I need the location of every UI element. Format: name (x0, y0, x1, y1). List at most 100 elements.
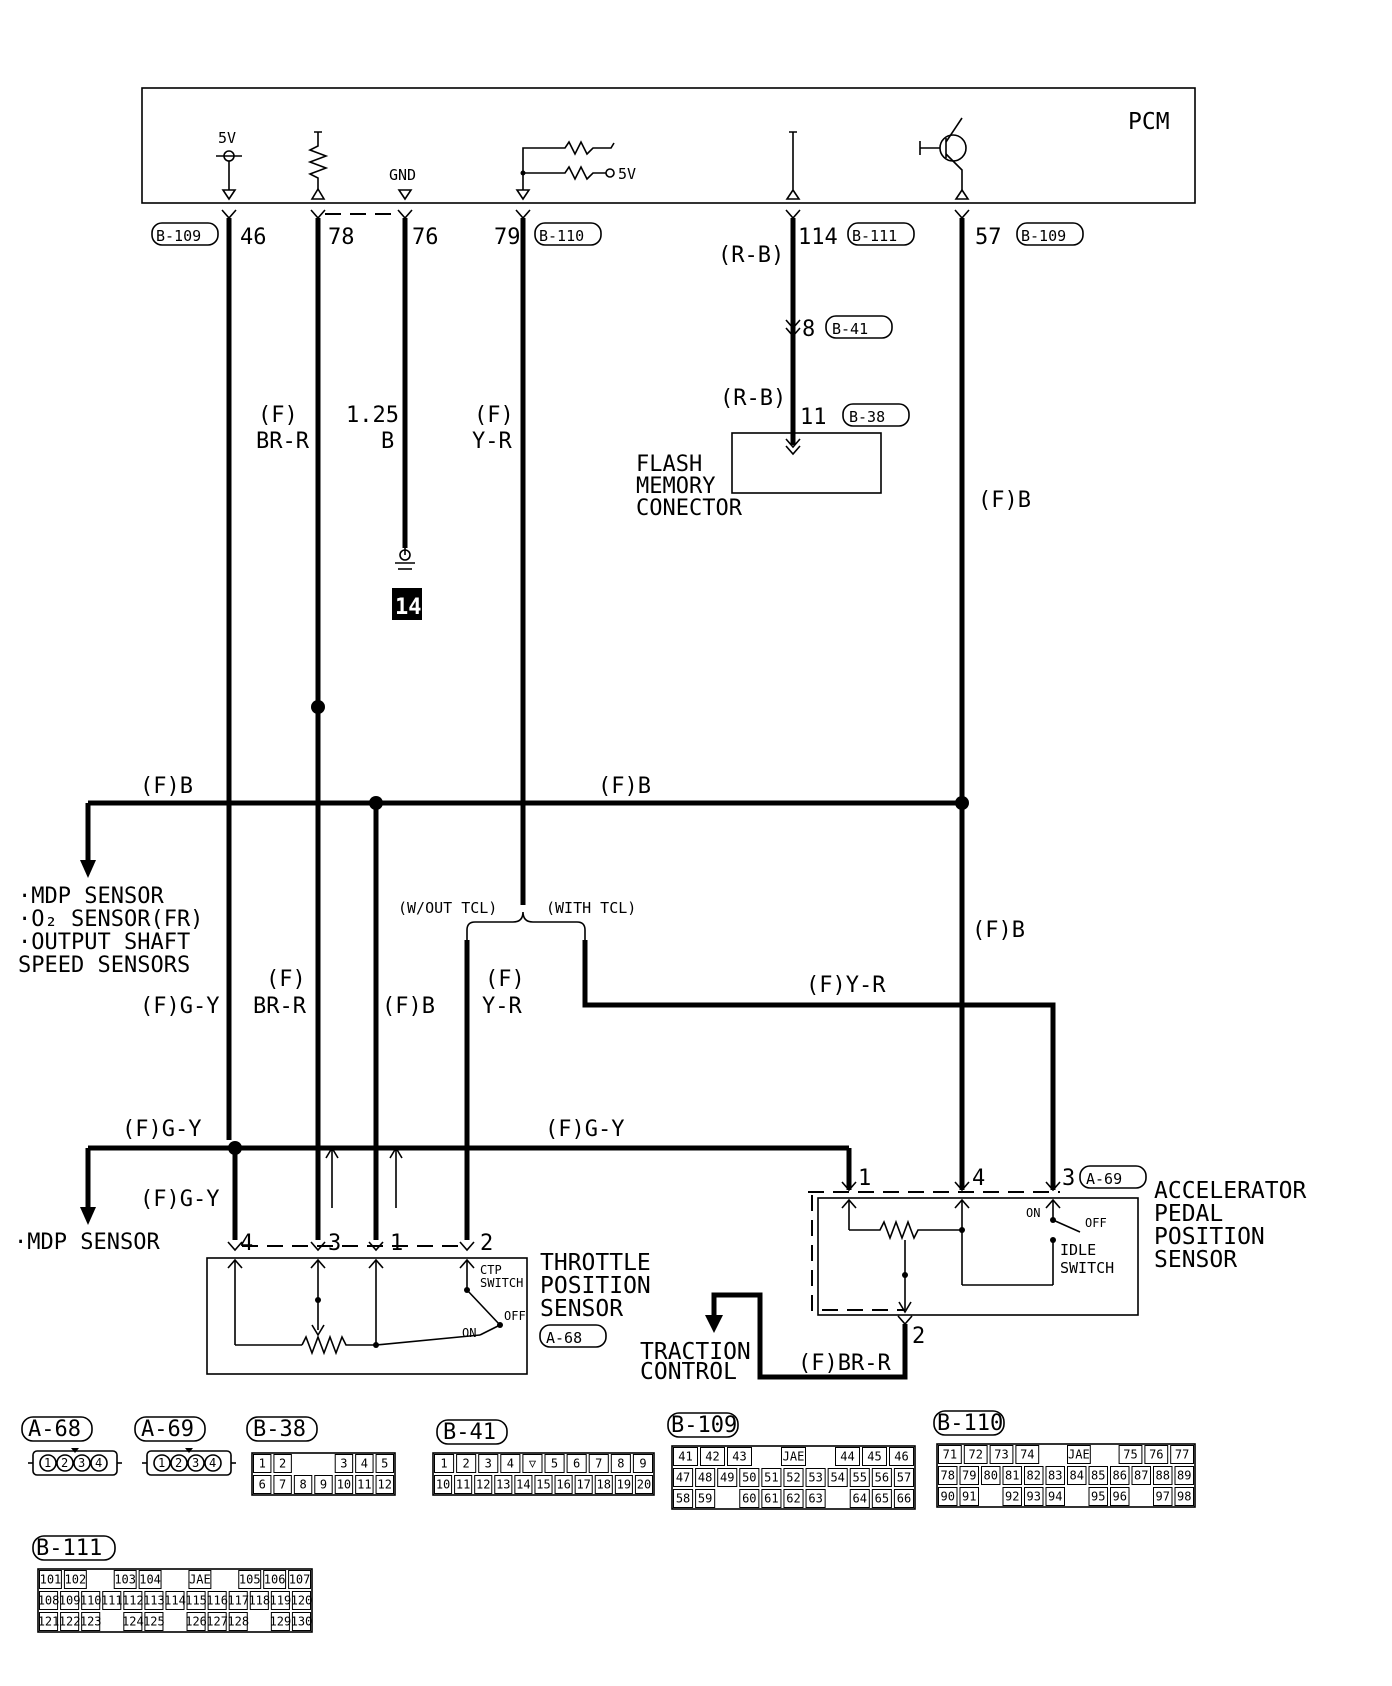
wire-label-f-brr-1a: (F) (258, 403, 298, 428)
connector-pin-number: 109 (59, 1594, 81, 1608)
connector-pin-number: 71 (943, 1448, 957, 1462)
connector-cavity (727, 1447, 752, 1466)
connector-pin-number: 60 (742, 1492, 756, 1506)
connector-cavity (249, 1591, 269, 1610)
svg-text:4: 4 (209, 1456, 216, 1470)
connector-pin-number: 114 (164, 1594, 186, 1608)
connector-cavity (827, 1468, 848, 1487)
svg-text:B-41: B-41 (443, 1420, 496, 1445)
connector-pin-number: 81 (1005, 1469, 1019, 1483)
svg-text:A-69: A-69 (141, 1417, 194, 1442)
splice-brr (311, 700, 325, 714)
svg-text:3: 3 (192, 1456, 199, 1470)
connector-pin-number: 107 (289, 1573, 311, 1587)
svg-text:B-111: B-111 (36, 1536, 102, 1561)
connector-cavity (1045, 1466, 1065, 1485)
connector-pin-number: 103 (114, 1573, 136, 1587)
connector-cavity (291, 1612, 311, 1631)
connector-label-a68-inline: A-68 (539, 1324, 607, 1348)
connector-cavity (81, 1591, 101, 1610)
connector-cavity (273, 1475, 292, 1494)
connector-cavity (849, 1489, 870, 1508)
tps-off-label: OFF (504, 1309, 526, 1323)
pcm-box (141, 87, 1196, 204)
wire-label-f-brr-2b: BR-R (253, 994, 307, 1019)
gnd-pin-icon (397, 189, 413, 201)
connector-pin-number: 88 (1156, 1469, 1170, 1483)
connector-cavity (1068, 1488, 1087, 1506)
pcm-5v-label: 5V (218, 129, 236, 147)
connector-pin-number: 13 (496, 1478, 510, 1492)
connector-cavity (1144, 1445, 1169, 1464)
svg-text:4: 4 (95, 1456, 102, 1470)
connector-pin-number: 3 (340, 1457, 347, 1471)
connector-pin-number: 18 (597, 1478, 611, 1492)
connector-pin-number: 112 (122, 1594, 144, 1608)
sensor-list-3: ·OUTPUT SHAFT (18, 930, 190, 955)
connector-cavity (291, 1591, 311, 1610)
sensor-list-2: ·O₂ SENSOR(FR) (18, 907, 203, 932)
connector-pin-number: 19 (617, 1478, 631, 1492)
connector-cavity (250, 1613, 268, 1631)
connector-pin-number: 111 (101, 1594, 123, 1608)
connector-cavity (165, 1591, 185, 1610)
wire-label-fyr-3: (F)Y-R (806, 973, 886, 998)
connector-pin-number: 5 (551, 1457, 558, 1471)
connector-pin-number: 47 (676, 1471, 690, 1485)
connector-cavity (288, 1570, 312, 1589)
wire-label-fb-mid: (F)B (598, 774, 651, 799)
signal-arrow-icon (389, 1146, 403, 1208)
connector-cavity (39, 1591, 59, 1610)
connector-cavity (805, 1489, 826, 1508)
connector-pin-number: 11 (456, 1478, 470, 1492)
connector-cavity (238, 1570, 262, 1589)
connector-cavity (1170, 1445, 1194, 1464)
connector-pin-number: 56 (875, 1471, 889, 1485)
pcm-gnd-label: GND (389, 166, 416, 184)
connector-pin-number: 95 (1091, 1490, 1105, 1504)
tps-pin-3: 3 (328, 1231, 341, 1256)
connector-cavity (544, 1454, 565, 1473)
connector-cavity (862, 1447, 887, 1466)
connector-cavity (273, 1454, 292, 1473)
connector-cavity (39, 1612, 59, 1631)
connector-cavity (673, 1489, 694, 1508)
connector-pin-number: 8 (299, 1478, 306, 1492)
connector-pin-number: 117 (227, 1594, 249, 1608)
wire-label-f-yr-1a: (F) (474, 403, 514, 428)
wire-label-rb-2: (R-B) (720, 386, 786, 411)
wire-label-fgy-3: (F)G-Y (545, 1117, 624, 1142)
pcm-pullup-5v-label: 5V (618, 165, 636, 183)
connector-pin-number: 119 (270, 1594, 292, 1608)
connector-cavity (632, 1454, 654, 1473)
connector-pin-number: 73 (994, 1448, 1008, 1462)
connector-cavity (959, 1487, 979, 1506)
connector-pin-number: 5 (381, 1457, 388, 1471)
connector-pin-number: 48 (698, 1471, 712, 1485)
connector-pin-number: 61 (764, 1492, 778, 1506)
connector-label-a69-inline: A-69 (1079, 1165, 1147, 1189)
connector-pin-number: 50 (742, 1471, 756, 1485)
connector-pin-number: 62 (786, 1492, 800, 1506)
apps-pin-3: 3 (1062, 1166, 1075, 1191)
splice-fb-2 (955, 796, 969, 810)
connector-cavity (1002, 1487, 1022, 1506)
connector-cavity (474, 1475, 493, 1494)
connector-pin-number: 94 (1048, 1490, 1062, 1504)
connector-pin-number: 104 (139, 1573, 161, 1587)
connector-cavity (739, 1489, 760, 1508)
connector-pin-number: JAE (1068, 1448, 1090, 1462)
connector-pin-number: 96 (1113, 1490, 1127, 1504)
tps-title-1: THROTTLE (540, 1250, 651, 1276)
connector-pin-number: 46 (894, 1450, 908, 1464)
connector-cavity (456, 1454, 477, 1473)
wire-label-fb-right-1: (F)B (978, 488, 1031, 513)
b38-connector-mark (785, 438, 801, 456)
wire-label-f-yr-2b: Y-R (482, 994, 522, 1019)
connector-cavity (166, 1613, 184, 1631)
pin-78: 78 (328, 225, 355, 250)
connector-pin-number: 86 (1113, 1469, 1127, 1483)
pin-114: 114 (798, 225, 838, 250)
